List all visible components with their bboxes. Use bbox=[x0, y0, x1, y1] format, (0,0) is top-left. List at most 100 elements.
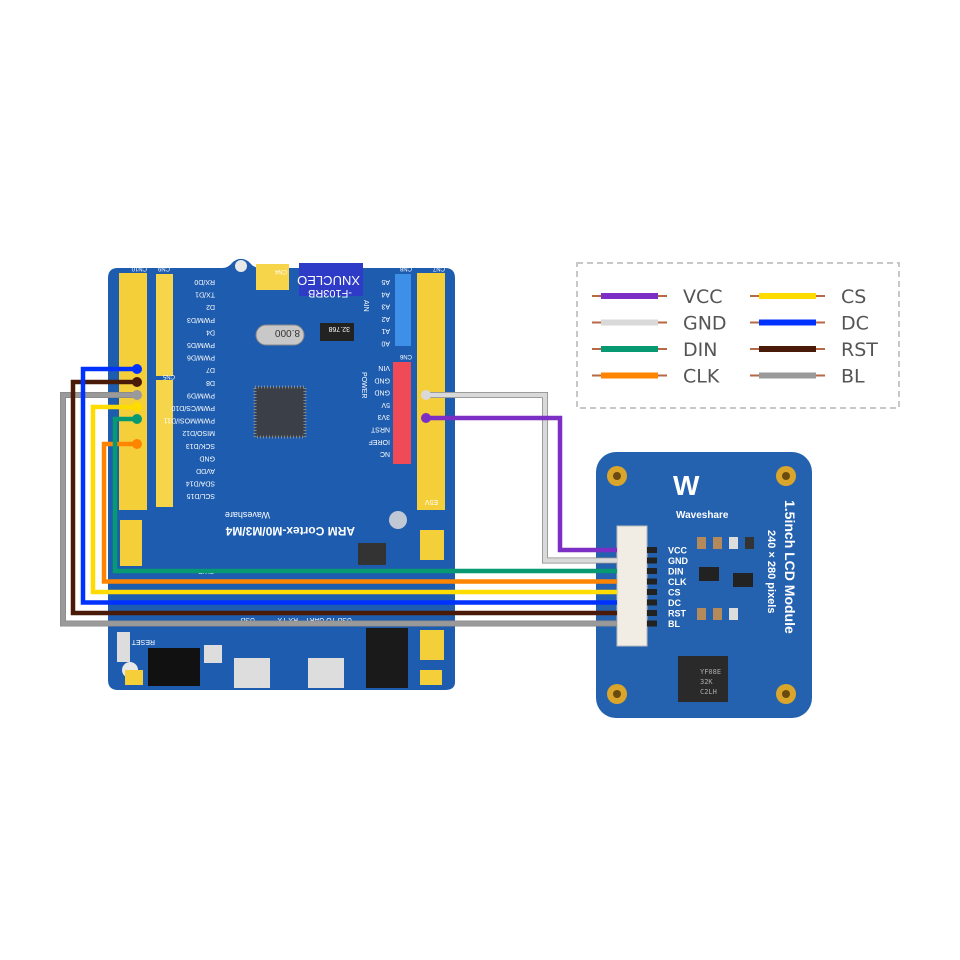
pin-label: PWM/D6 bbox=[187, 354, 215, 361]
ain-label: AIN bbox=[362, 300, 369, 312]
usb-uart-label: USB TO UART bbox=[305, 616, 352, 623]
legend-label-bl: BL bbox=[841, 366, 865, 388]
legend-border bbox=[576, 262, 900, 409]
jumper bbox=[420, 670, 442, 685]
mount-hole bbox=[235, 260, 247, 272]
usb-label: USB bbox=[240, 616, 255, 623]
cn8-label: CN8 bbox=[399, 265, 412, 271]
wire-end-bl bbox=[132, 390, 142, 400]
wire-bl bbox=[60, 392, 617, 626]
power-label: POWER bbox=[360, 372, 367, 398]
jumper bbox=[125, 670, 143, 685]
crystal-label: 8.000 bbox=[275, 327, 300, 338]
cn5-label: CN5 bbox=[162, 373, 175, 379]
mount-hole bbox=[389, 511, 407, 529]
wires bbox=[60, 364, 617, 627]
waveshare-logo: W bbox=[673, 470, 700, 501]
lcd-pin-cs: CS bbox=[668, 588, 681, 598]
jumper-block bbox=[420, 630, 444, 660]
header-cn7 bbox=[417, 273, 445, 510]
fpc-pad bbox=[647, 547, 657, 553]
header-cn10 bbox=[119, 273, 147, 510]
legend-label-gnd: GND bbox=[683, 313, 727, 335]
fpc-connector bbox=[616, 525, 648, 647]
dc-jack bbox=[366, 628, 408, 688]
pin-label: TX/D1 bbox=[195, 291, 215, 298]
regulator bbox=[358, 543, 386, 565]
board-brand: Waveshare bbox=[225, 510, 270, 520]
pin-label: A4 bbox=[381, 290, 390, 297]
pin-label: A3 bbox=[381, 303, 390, 310]
lcd-pin-bl: BL bbox=[668, 619, 680, 629]
wire-rst bbox=[70, 379, 617, 616]
transistor bbox=[733, 573, 753, 587]
wire-end-gnd bbox=[421, 390, 431, 400]
e5v-label: E5V bbox=[424, 498, 438, 505]
fpc-pad bbox=[647, 589, 657, 595]
pin-label: PWM/D5 bbox=[187, 341, 215, 348]
pin-label: PWM/D9 bbox=[187, 391, 215, 398]
wire-end-clk bbox=[132, 439, 142, 449]
lcd-pin-din: DIN bbox=[668, 567, 684, 577]
board-model-sub: -F103RB bbox=[308, 287, 352, 299]
lcd-pcb bbox=[596, 452, 812, 718]
header-cn4 bbox=[256, 264, 289, 290]
level-shifter-chip bbox=[678, 656, 728, 702]
pin-label: GND bbox=[374, 389, 390, 396]
wire-end-cs bbox=[132, 402, 142, 412]
fpc-pad bbox=[647, 578, 657, 585]
usb-uart-port bbox=[308, 658, 344, 688]
pin-label: MISO/D12 bbox=[182, 429, 215, 436]
cn10-label: CN10 bbox=[131, 265, 147, 271]
pin-label: A1 bbox=[381, 327, 390, 334]
pin-label: PWM/D3 bbox=[187, 316, 215, 323]
lcd-resolution: 240 × 280 pixels bbox=[765, 530, 777, 613]
lcd-pin-vcc: VCC bbox=[668, 546, 688, 556]
pin-label: D2 bbox=[206, 303, 215, 310]
fpc-pad bbox=[647, 599, 657, 606]
legend-label-clk: CLK bbox=[683, 366, 720, 388]
wire-cs bbox=[90, 404, 617, 595]
pin-label: A0 bbox=[381, 340, 390, 347]
pin-label: 5V bbox=[381, 401, 390, 408]
model-label-box bbox=[299, 263, 363, 296]
chip-text: C2LH bbox=[700, 688, 717, 696]
chip-text: YF08E bbox=[700, 668, 721, 676]
usb-port bbox=[234, 658, 270, 688]
cn6-label: CN6 bbox=[399, 353, 412, 359]
cn7-label: CN7 bbox=[432, 265, 445, 271]
pin-label: D4 bbox=[206, 328, 215, 335]
pin-label: SCL/D15 bbox=[186, 492, 215, 499]
pin-label: AVDD bbox=[196, 467, 215, 474]
lcd-pin-dc: DC bbox=[668, 598, 681, 608]
fpc-pad bbox=[647, 557, 657, 564]
crystal2-label: 32.768 bbox=[328, 325, 350, 332]
pin-label: A2 bbox=[381, 315, 390, 322]
lcd-title: 1.5inch LCD Module bbox=[782, 500, 798, 634]
wire-gnd bbox=[426, 392, 617, 563]
wire-clk bbox=[101, 441, 617, 584]
reset-button bbox=[117, 632, 130, 662]
pin-label: PWM/CS/D10 bbox=[171, 404, 215, 411]
header-cn6 bbox=[393, 362, 411, 464]
rxtx-label: RX TX bbox=[277, 616, 298, 623]
wire-vcc bbox=[426, 415, 617, 553]
pin-label: VIN bbox=[378, 364, 390, 371]
wire-din bbox=[112, 416, 617, 574]
board-labels: ARM Cortex-M0/M3/M4 Waveshare XNUCLEO -F… bbox=[131, 265, 445, 645]
fpc-pad bbox=[647, 620, 657, 627]
pin-label: RX/D0 bbox=[194, 278, 215, 285]
pin-label: 3V3 bbox=[377, 413, 390, 420]
mcu-chip bbox=[253, 385, 307, 439]
legend-label-rst: RST bbox=[841, 339, 878, 361]
board-title: ARM Cortex-M0/M3/M4 bbox=[225, 524, 355, 538]
lcd-brand: Waveshare bbox=[676, 510, 729, 521]
crystal bbox=[255, 324, 305, 346]
fpc-pad bbox=[647, 568, 657, 574]
lcd-pin-clk: CLK bbox=[668, 577, 687, 587]
pin-label: D8 bbox=[206, 379, 215, 386]
ldo-chip bbox=[699, 567, 719, 581]
header-cn9 bbox=[156, 274, 173, 376]
